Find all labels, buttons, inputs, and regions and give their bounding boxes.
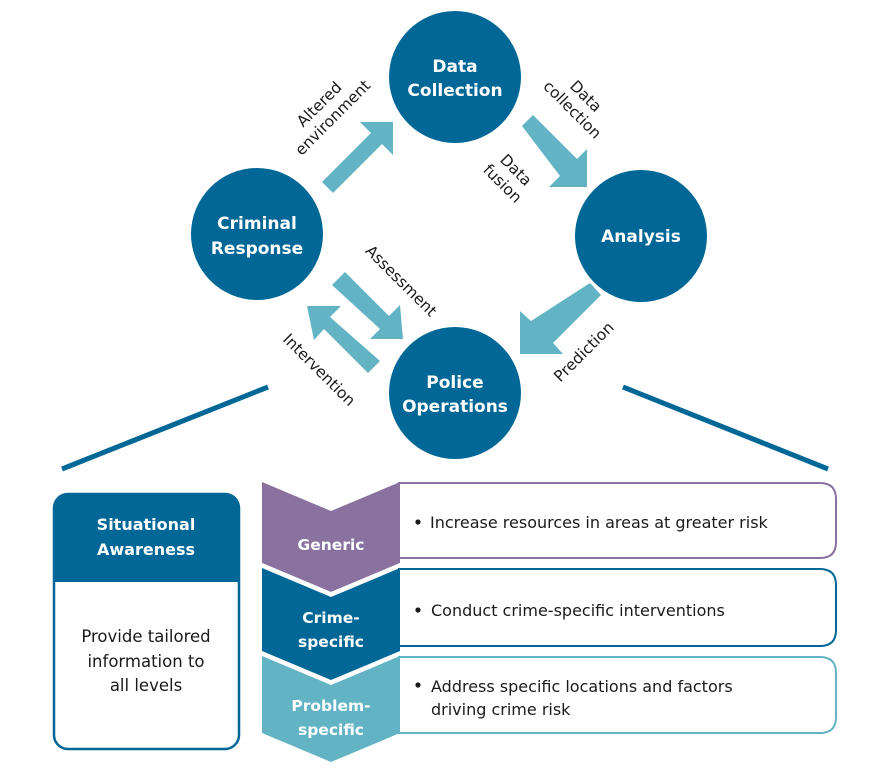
- node-analysis: Analysis: [575, 170, 707, 302]
- chevron-generic: Generic: [262, 482, 400, 592]
- chevron-crime-specific: Crime- specific: [262, 563, 400, 680]
- connector-line-left: [61, 384, 269, 472]
- level-bullet-text: Conduct crime-specific interventions: [431, 601, 725, 620]
- chevron-label-line: Crime-: [302, 609, 359, 627]
- arrow-intervention: [307, 306, 380, 373]
- level-box-problem-specific: Address specific locations and factors d…: [398, 656, 837, 734]
- arrow-data-collection: [522, 115, 587, 187]
- level-bullet-text: Increase resources in areas at greater r…: [430, 513, 769, 532]
- node-data-collection: Data Collection: [389, 11, 521, 143]
- chevron-label-line: Problem-: [291, 697, 370, 715]
- node-label-line: Operations: [402, 397, 508, 417]
- arrow-assessment: [332, 272, 403, 339]
- connector-line-right: [622, 384, 829, 472]
- chevron-label-line: specific: [298, 721, 364, 739]
- arrow-prediction: [520, 283, 601, 354]
- chevron-label-line: specific: [298, 633, 364, 651]
- bullet-icon: [415, 607, 421, 613]
- node-label-line: Analysis: [601, 227, 681, 247]
- node-label-line: Data: [432, 57, 477, 77]
- level-bullet-text: Address specific locations and factors: [431, 677, 733, 696]
- situational-awareness-body-line: Provide tailored: [81, 627, 210, 646]
- level-bullet-text: driving crime risk: [431, 700, 571, 719]
- chevron-problem-specific: Problem- specific: [262, 656, 400, 762]
- node-label-line: Collection: [407, 81, 502, 101]
- situational-awareness-title-line: Awareness: [97, 540, 195, 559]
- edge-label-data-collection: Data collection: [540, 77, 606, 143]
- node-label-line: Response: [211, 239, 303, 259]
- node-label-line: Criminal: [217, 214, 297, 234]
- node-label-line: Police: [426, 373, 483, 393]
- node-police-operations: Police Operations: [389, 327, 521, 459]
- situational-awareness-title-line: Situational: [97, 515, 196, 534]
- situational-awareness-body-line: information to: [87, 652, 204, 671]
- bullet-icon: [415, 519, 421, 525]
- bullet-icon: [415, 682, 421, 688]
- situational-awareness-header: [54, 494, 239, 582]
- situational-awareness-body-line: all levels: [110, 676, 182, 695]
- situational-awareness-box: Situational Awareness Provide tailored i…: [52, 492, 241, 751]
- level-box-generic: Increase resources in areas at greater r…: [398, 482, 837, 559]
- arrow-altered-environment: [322, 122, 393, 193]
- edge-label-data-fusion: Data fusion: [479, 151, 535, 207]
- node-criminal-response: Criminal Response: [191, 168, 323, 300]
- level-box-crime-specific: Conduct crime-specific interventions: [398, 568, 837, 647]
- chevron-label-line: Generic: [298, 536, 365, 554]
